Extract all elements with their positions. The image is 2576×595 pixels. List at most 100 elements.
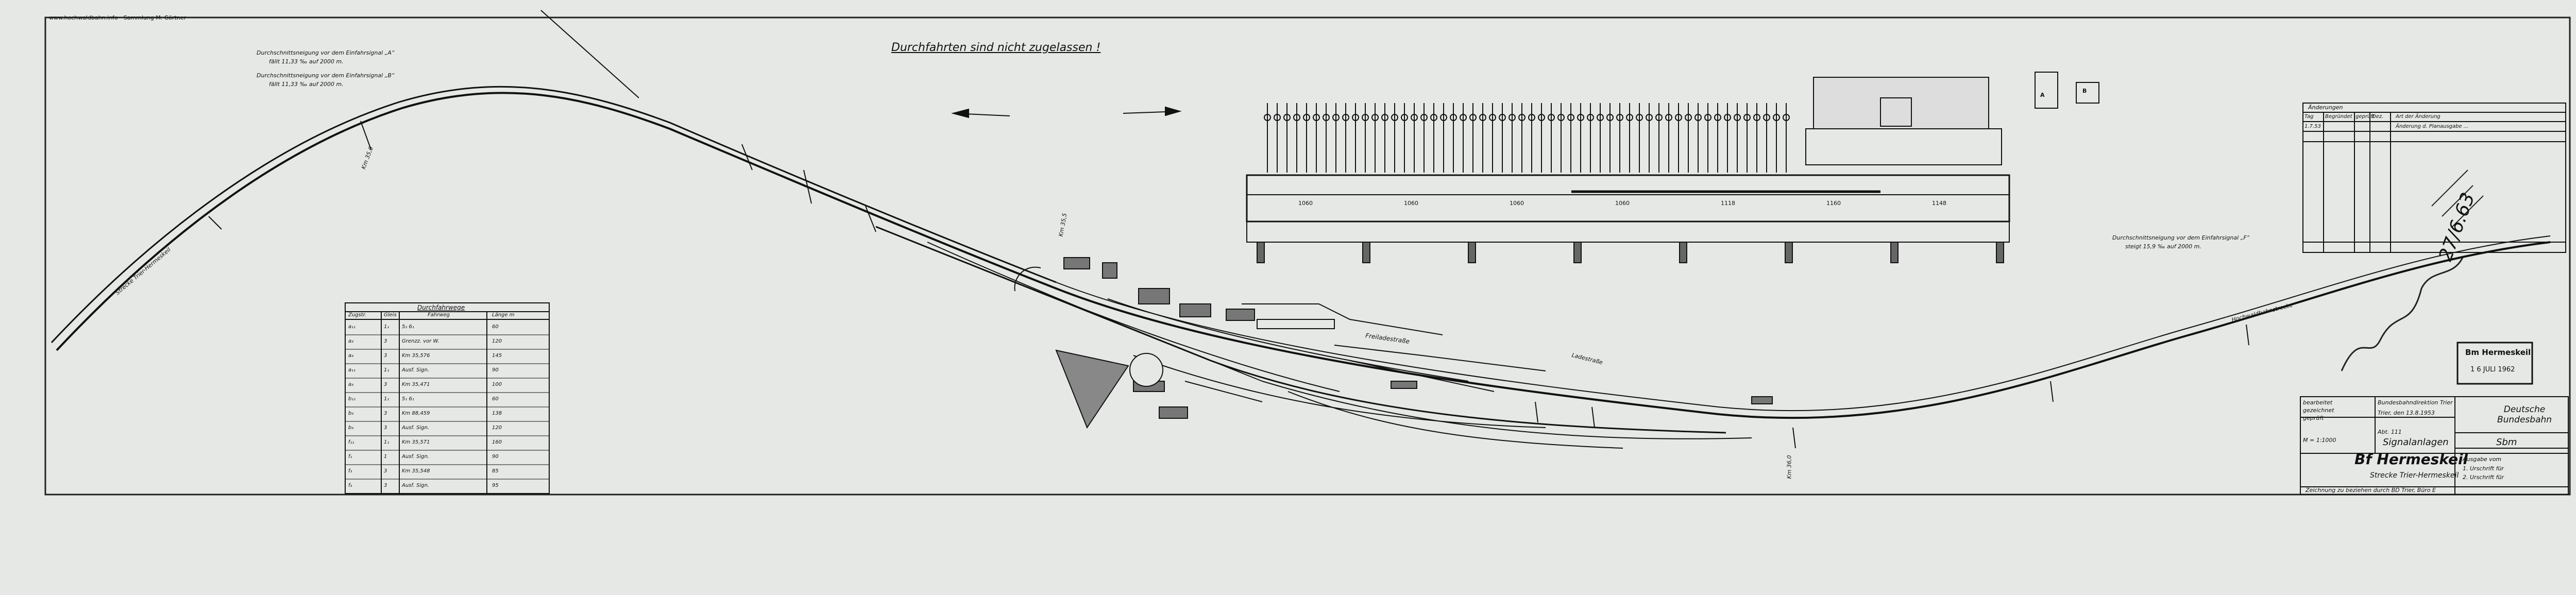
footer-note: Zeichnung zu beziehen durch BD Trier, Bü…	[2306, 487, 2436, 494]
sheet-b: 2. Urschrift für	[2463, 474, 2504, 481]
panel-dimension: 1060	[1298, 200, 1313, 207]
lever-knob	[1509, 114, 1516, 121]
changes-table-grid	[2302, 103, 2566, 253]
lever-knob	[1303, 114, 1310, 121]
lever-knob	[1401, 114, 1408, 121]
lever-knob	[1381, 114, 1388, 121]
lever-knob	[1518, 114, 1526, 121]
lever-knob	[1430, 114, 1437, 121]
changes-header-1: Tag	[2304, 114, 2314, 120]
lever-knob	[1538, 114, 1545, 121]
lever-knob	[1655, 114, 1663, 121]
direction-arrows	[951, 106, 1182, 118]
lever-row	[1264, 103, 1790, 173]
route-cell: Ausf. Sign.	[402, 454, 430, 460]
lever-knob	[1606, 114, 1614, 121]
lever-knob	[1597, 114, 1604, 121]
route-cell: 85	[492, 468, 499, 474]
route-cell: b₃	[348, 425, 354, 431]
org-name: Deutsche Bundesbahn	[2497, 404, 2552, 425]
interlocking-frame	[1246, 72, 2099, 243]
route-cell: 1₁	[384, 324, 389, 330]
route-cell: b₁₁	[348, 396, 356, 402]
changes-row-desc: Änderung d. Planausgabe ...	[2396, 124, 2469, 129]
lever-knob	[1763, 114, 1770, 121]
route-cell: Km 35,548	[402, 468, 430, 474]
sheet-a: 1. Urschrift für	[2463, 465, 2504, 472]
route-cell: 120	[492, 425, 502, 431]
route-cell: 5₁ 6₁	[402, 396, 414, 402]
gradient-f-value: steigt 15,9 ‰ auf 2000 m.	[2125, 243, 2201, 250]
lever-knob	[1548, 114, 1555, 121]
lever-knob	[1283, 114, 1291, 121]
route-cell: 3	[384, 382, 387, 387]
drawing-number: Sbm	[2496, 437, 2517, 448]
lever-knob	[1499, 114, 1506, 121]
panel-dimension: 1118	[1721, 200, 1735, 207]
changes-header-5: Art der Änderung	[2396, 114, 2441, 120]
lever-knob	[1293, 114, 1300, 121]
lever-knob	[1675, 114, 1682, 121]
lever-knob	[1646, 114, 1653, 121]
lever-symbol-b: B	[2082, 88, 2087, 94]
office-name: Bundesbahndirektion Trier	[2378, 399, 2453, 406]
lever-knob	[1734, 114, 1741, 121]
lever-knob	[1773, 114, 1780, 121]
lever-knob	[1371, 114, 1379, 121]
frame-foot	[1996, 242, 2004, 263]
stamp-box	[2456, 342, 2533, 385]
lever-knob	[1694, 114, 1702, 121]
lever-knob	[1420, 114, 1428, 121]
route-cell: Km 35,576	[402, 353, 430, 359]
station-name: Bf Hermeskeil	[2354, 451, 2468, 468]
main-track	[50, 86, 2551, 449]
route-cell: a₁₁	[348, 367, 356, 373]
frame-foot	[1785, 242, 1793, 263]
route-cell: 95	[492, 483, 499, 488]
watermark: www.hochwaldbahn.info - Sammlung M. Gört…	[49, 14, 187, 21]
scale: M = 1:1000	[2303, 437, 2336, 444]
lever-knob	[1587, 114, 1594, 121]
sheet-border	[44, 16, 2571, 496]
route-cell: f₁	[348, 454, 352, 460]
stamp-name: Bm Hermeskeil	[2465, 348, 2531, 357]
lever-knob	[1753, 114, 1760, 121]
frame-foot	[1362, 242, 1370, 263]
lever-knob	[1362, 114, 1369, 121]
lever-knob	[1528, 114, 1535, 121]
lever-knob	[1264, 114, 1271, 121]
lever-knob	[1636, 114, 1643, 121]
route-cell: Km 88,459	[402, 411, 430, 416]
route-cell: 90	[492, 454, 499, 460]
route-cell: 138	[492, 411, 502, 416]
route-cell: b₃	[348, 411, 354, 416]
route-header-4: Länge m	[492, 312, 515, 318]
route-cell: Ausf. Sign.	[402, 483, 430, 488]
lever-knob	[1352, 114, 1359, 121]
role-3: geprüft	[2303, 415, 2324, 421]
lever-knob	[1616, 114, 1623, 121]
pointer-line	[540, 10, 639, 98]
notice-no-through-runs: Durchfahrten sind nicht zugelassen !	[891, 41, 1101, 54]
route-cell: 1₁	[384, 439, 389, 445]
panel-dimension: 1060	[1404, 200, 1418, 207]
lever-knob	[1460, 114, 1467, 121]
signature	[2341, 257, 2464, 371]
changes-header-3: geprüft	[2355, 114, 2375, 120]
line-name: Strecke Trier-Hermeskeil	[2370, 471, 2459, 480]
route-cell: 160	[492, 439, 502, 445]
dept: Abt. 111	[2378, 429, 2402, 435]
route-table-title: Durchfahrwege	[417, 304, 465, 311]
km-mark-3: Km 36,0	[1786, 455, 1793, 479]
route-header-1: Zugstr.	[348, 312, 367, 318]
route-cell: a₃	[348, 353, 354, 359]
lever-knob	[1557, 114, 1565, 121]
route-cell: Km 35,471	[402, 382, 430, 387]
lever-knob	[1391, 114, 1398, 121]
route-cell: a₁₁	[348, 324, 356, 330]
gradient-f-label: Durchschnittsneigung vor dem Einfahrsign…	[2112, 234, 2250, 241]
lever-knob	[1567, 114, 1574, 121]
lever-knob	[1342, 114, 1349, 121]
